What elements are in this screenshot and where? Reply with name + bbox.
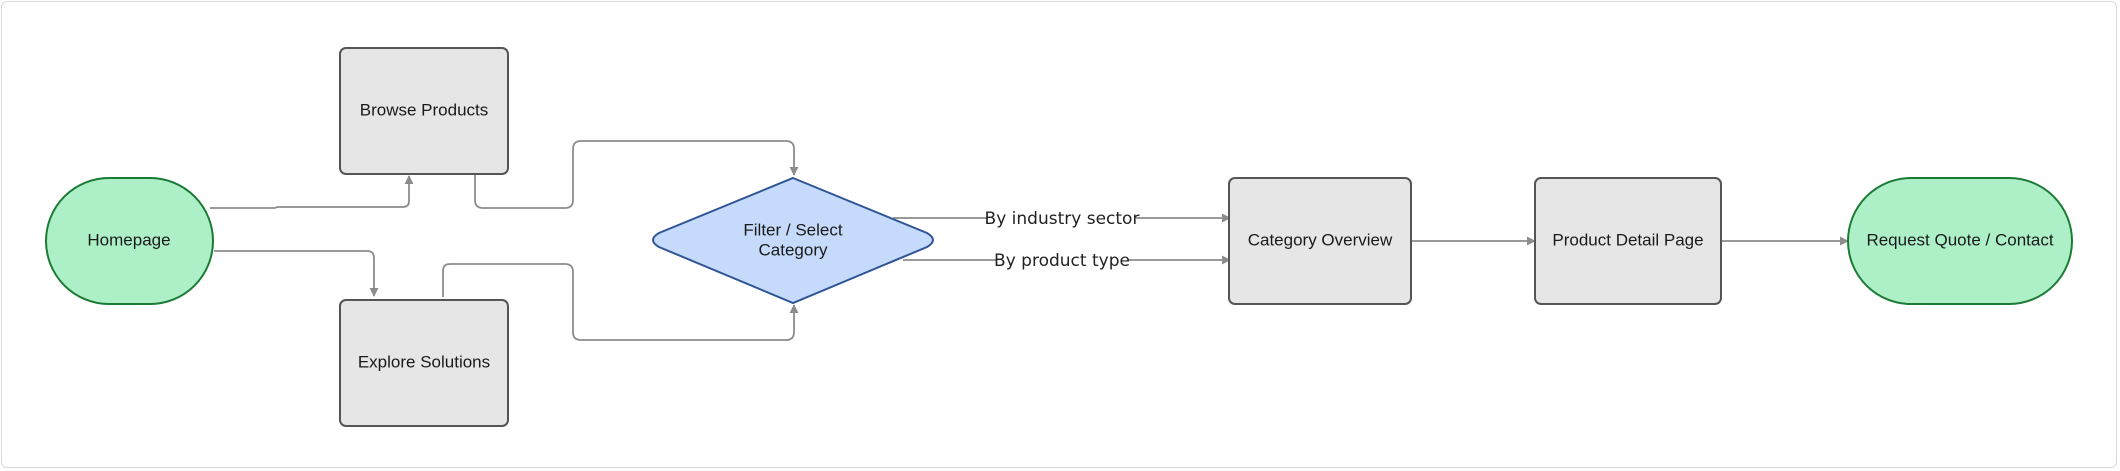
node-homepage-label: Homepage xyxy=(87,230,170,249)
edge-homepage-to-browse xyxy=(210,175,414,209)
edge-explore-to-filter xyxy=(442,263,799,341)
edge-homepage-to-explore xyxy=(214,250,379,297)
edge-label-product-type-text: By product type xyxy=(994,251,1130,271)
edge-label-industry: By industry sector xyxy=(985,206,1140,230)
node-filter-category[interactable]: Filter / Select Category xyxy=(652,176,934,305)
node-browse-products[interactable]: Browse Products xyxy=(339,47,509,175)
node-explore-solutions[interactable]: Explore Solutions xyxy=(339,299,509,427)
node-category-overview[interactable]: Category Overview xyxy=(1228,177,1412,305)
node-request-quote-label: Request Quote / Contact xyxy=(1866,230,2053,249)
node-filter-category-label-line1: Filter / Select xyxy=(743,220,842,239)
node-request-quote[interactable]: Request Quote / Contact xyxy=(1847,177,2073,305)
node-product-detail[interactable]: Product Detail Page xyxy=(1534,177,1722,305)
edge-label-industry-text: By industry sector xyxy=(985,209,1140,229)
node-explore-solutions-label: Explore Solutions xyxy=(358,352,490,371)
node-filter-category-label-line2: Category xyxy=(759,240,828,259)
node-product-detail-label: Product Detail Page xyxy=(1552,230,1703,249)
node-category-overview-label: Category Overview xyxy=(1248,230,1393,249)
node-homepage[interactable]: Homepage xyxy=(45,177,214,305)
edge-label-product-type: By product type xyxy=(994,248,1130,272)
edge-browse-to-filter xyxy=(474,140,799,209)
node-browse-products-label: Browse Products xyxy=(360,100,489,119)
